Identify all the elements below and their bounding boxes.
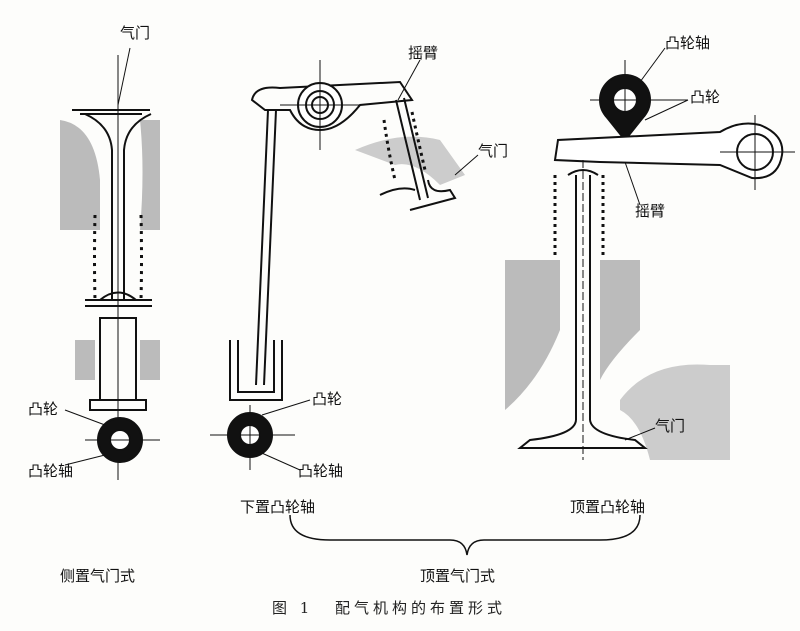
label-valve: 气门 bbox=[655, 417, 686, 435]
label-cam: 凸轮 bbox=[312, 390, 343, 408]
label-rocker: 摇臂 bbox=[635, 202, 666, 220]
label-valve: 气门 bbox=[478, 142, 509, 160]
label-cam: 凸轮 bbox=[690, 88, 721, 106]
lower-camshaft-title: 下置凸轮轴 bbox=[240, 498, 316, 516]
label-rocker: 摇臂 bbox=[408, 44, 439, 62]
figure-number: 图 1 bbox=[272, 599, 314, 617]
label-valve: 气门 bbox=[120, 24, 151, 42]
label-camshaft: 凸轮轴 bbox=[298, 462, 344, 480]
side-valve-title: 侧置气门式 bbox=[60, 567, 136, 585]
side-valve-mechanism bbox=[60, 55, 160, 480]
brace bbox=[289, 514, 641, 556]
leader-lines bbox=[64, 47, 689, 471]
label-cam: 凸轮 bbox=[28, 400, 59, 418]
figure-caption: 配气机构的布置形式 bbox=[335, 599, 507, 617]
overhead-camshaft-title: 顶置凸轮轴 bbox=[570, 498, 646, 516]
label-camshaft: 凸轮轴 bbox=[665, 34, 711, 52]
overhead-camshaft-mechanism bbox=[505, 60, 795, 460]
overhead-valve-title: 顶置气门式 bbox=[420, 567, 496, 585]
lower-camshaft-mechanism bbox=[210, 60, 465, 470]
label-camshaft: 凸轮轴 bbox=[28, 462, 74, 480]
